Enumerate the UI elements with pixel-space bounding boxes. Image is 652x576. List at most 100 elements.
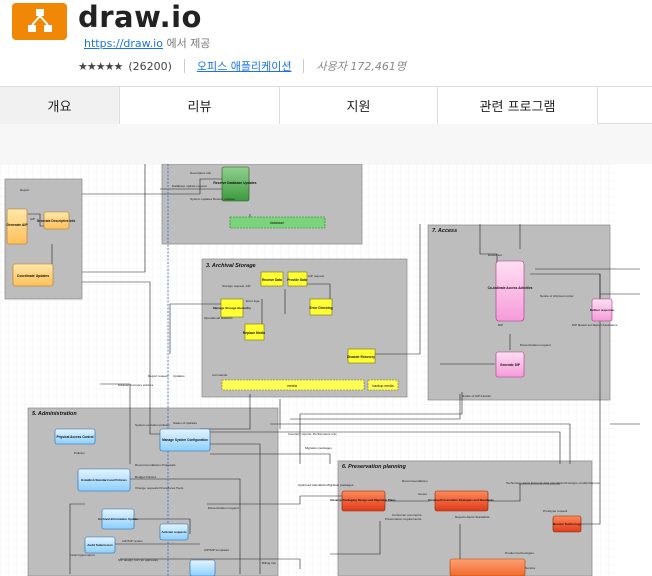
rating-stars-icon: ★★★★★ bbox=[78, 59, 123, 73]
section-data-management bbox=[161, 164, 363, 245]
box-database[interactable] bbox=[229, 216, 326, 229]
box-develop-packaging[interactable] bbox=[341, 490, 386, 512]
box-activate-requests-label: Activate requests bbox=[161, 530, 186, 534]
box-develop-strategies-label: Develop Preservation Strategies and Stan… bbox=[428, 498, 494, 502]
box-physical-access[interactable] bbox=[54, 428, 96, 445]
svg-text:Migration packages: Migration packages bbox=[305, 446, 332, 450]
tab-reviews[interactable]: 리뷰 bbox=[120, 87, 280, 124]
tab-bar: 개요 리뷰 지원 관련 프로그램 bbox=[0, 86, 652, 124]
svg-text:Budget Policies: Budget Policies bbox=[135, 475, 157, 479]
section-title-preservation: 6. Preservation planning bbox=[342, 464, 407, 470]
box-generate-dip[interactable] bbox=[495, 351, 525, 378]
box-error-checking[interactable] bbox=[309, 298, 333, 316]
review-count[interactable]: (26200) bbox=[128, 59, 172, 73]
box-establish-standards[interactable] bbox=[77, 468, 131, 492]
tab-support[interactable]: 지원 bbox=[280, 87, 438, 124]
box-coordinate-access[interactable] bbox=[495, 260, 525, 322]
svg-text:Operational statistics: Operational statistics bbox=[204, 316, 233, 320]
box-deliver-response[interactable] bbox=[591, 298, 613, 322]
svg-text:Disaster recovery policies: Disaster recovery policies bbox=[118, 383, 154, 387]
diagram-screenshot[interactable]: 3. Archival Storage 7. Access 5. Adminis… bbox=[0, 164, 652, 576]
box-monitor-tech-label: Monitor Technology bbox=[553, 522, 582, 526]
svg-text:Inventory reports, Performance: Inventory reports, Performance info bbox=[288, 432, 337, 436]
drawio-logo-icon bbox=[12, 3, 67, 40]
box-activate-requests[interactable] bbox=[159, 523, 189, 541]
svg-text:Updates: Updates bbox=[173, 374, 185, 378]
box-generate-dip-label: Generate DIP bbox=[500, 363, 521, 367]
box-backup-media-label: backup media bbox=[372, 384, 393, 388]
svg-text:AIP: AIP bbox=[30, 217, 35, 221]
box-blue-bottom[interactable] bbox=[189, 559, 216, 576]
svg-text:Service: Service bbox=[525, 566, 536, 570]
svg-text:System evolution policies: System evolution policies bbox=[135, 423, 170, 427]
svg-text:AIP/SIP templates: AIP/SIP templates bbox=[204, 548, 230, 552]
box-develop-strategies[interactable] bbox=[434, 490, 489, 512]
box-orange-bottom[interactable] bbox=[449, 558, 526, 576]
svg-text:Product technologies: Product technologies bbox=[505, 551, 534, 555]
category-link[interactable]: 오피스 애플리케이션 bbox=[196, 60, 292, 73]
section-title-archival: 3. Archival Storage bbox=[206, 263, 256, 269]
box-generate-desc[interactable] bbox=[43, 211, 70, 230]
svg-text:Technology alerts External dat: Technology alerts External data standard… bbox=[506, 481, 600, 485]
box-disaster-recovery[interactable] bbox=[347, 348, 376, 364]
svg-text:DIP Result set Report Assistan: DIP Result set Report Assistance bbox=[572, 323, 618, 327]
meta-row: ★★★★★ (26200) 오피스 애플리케이션 사용자 172,461명 bbox=[78, 58, 406, 74]
svg-text:commands: commands bbox=[212, 373, 228, 377]
box-develop-packaging-label: Develop Packaging Design and Migration P… bbox=[330, 498, 396, 502]
box-archival-update[interactable] bbox=[101, 508, 135, 530]
box-coordinate-updates[interactable] bbox=[12, 263, 54, 287]
box-receive-db[interactable] bbox=[221, 166, 250, 202]
box-provide-data-label: Provide Data bbox=[287, 278, 307, 282]
box-generate-aip-label: Generate AIP bbox=[6, 223, 28, 227]
source-link[interactable]: https://draw.io bbox=[84, 37, 163, 50]
box-backup-media[interactable] bbox=[367, 379, 399, 391]
svg-text:Dissemination request: Dissemination request bbox=[520, 343, 551, 347]
svg-text:Recommendations: Recommendations bbox=[402, 479, 428, 483]
screenshot-area: 3. Archival Storage 7. Access 5. Adminis… bbox=[0, 124, 652, 576]
extension-header: draw.io https://draw.io 에서 제공 ★★★★★ (262… bbox=[0, 0, 652, 86]
tab-related[interactable]: 관련 프로그램 bbox=[438, 87, 598, 124]
box-manage-config[interactable] bbox=[159, 428, 211, 452]
svg-text:Approved standards Migration p: Approved standards Migration packages bbox=[298, 483, 354, 487]
svg-text:Final ingest report: Final ingest report bbox=[70, 553, 95, 557]
edge-labels: Report AIP Descriptive info Database upd… bbox=[20, 171, 618, 570]
box-receive-data-label: Receive Data bbox=[262, 278, 282, 282]
tab-overview[interactable]: 개요 bbox=[0, 87, 120, 124]
svg-text:DIP: DIP bbox=[498, 323, 503, 327]
svg-text:AIP/SIP review: AIP/SIP review bbox=[122, 539, 143, 543]
svg-text:Change requests Procedures Too: Change requests Procedures Tools bbox=[135, 486, 184, 490]
svg-text:Result set: Result set bbox=[488, 253, 502, 257]
app-title: draw.io bbox=[78, 0, 202, 34]
svg-text:Preservation requirements: Preservation requirements bbox=[385, 517, 422, 521]
box-receive-db-label: Receive Database Updates bbox=[213, 181, 256, 185]
box-receive-data[interactable] bbox=[260, 271, 284, 287]
section-title-access: 7. Access bbox=[432, 228, 457, 234]
svg-text:Policies: Policies bbox=[74, 451, 85, 455]
svg-text:Notice of shipment order: Notice of shipment order bbox=[540, 294, 574, 298]
svg-text:Database update request: Database update request bbox=[172, 184, 207, 188]
svg-text:Consumer comments: Consumer comments bbox=[392, 513, 422, 517]
box-disaster-recovery-label: Disaster Recovery bbox=[347, 355, 375, 359]
svg-text:System updates Review updates: System updates Review updates bbox=[190, 197, 236, 201]
svg-text:Descriptive info: Descriptive info bbox=[190, 171, 211, 175]
box-generate-desc-label: Generate Descriptive Info bbox=[37, 219, 76, 223]
user-count: 사용자 172,461명 bbox=[316, 60, 406, 73]
box-audit-submission[interactable] bbox=[84, 536, 116, 554]
box-replace-media-label: Replace Media bbox=[243, 331, 265, 335]
section-title-admin: 5. Administration bbox=[32, 411, 77, 417]
box-audit-submission-label: Audit Submission bbox=[87, 543, 113, 547]
svg-text:Error logs: Error logs bbox=[246, 299, 260, 303]
box-provide-data[interactable] bbox=[287, 271, 308, 287]
svg-text:Issues: Issues bbox=[418, 492, 427, 496]
box-monitor-tech[interactable] bbox=[552, 515, 582, 533]
box-media-label: media bbox=[287, 384, 297, 388]
svg-text:Reports Alerts Standards: Reports Alerts Standards bbox=[455, 515, 490, 519]
svg-text:Report request: Report request bbox=[148, 374, 169, 378]
box-database-label: database bbox=[270, 221, 284, 225]
svg-text:Report: Report bbox=[20, 188, 29, 192]
box-replace-media[interactable] bbox=[244, 323, 265, 341]
box-manage-hierarchy[interactable] bbox=[220, 298, 244, 318]
box-media[interactable] bbox=[221, 379, 365, 391]
box-generate-aip[interactable] bbox=[6, 208, 28, 245]
box-deliver-response-label: Deliver response bbox=[590, 308, 615, 312]
